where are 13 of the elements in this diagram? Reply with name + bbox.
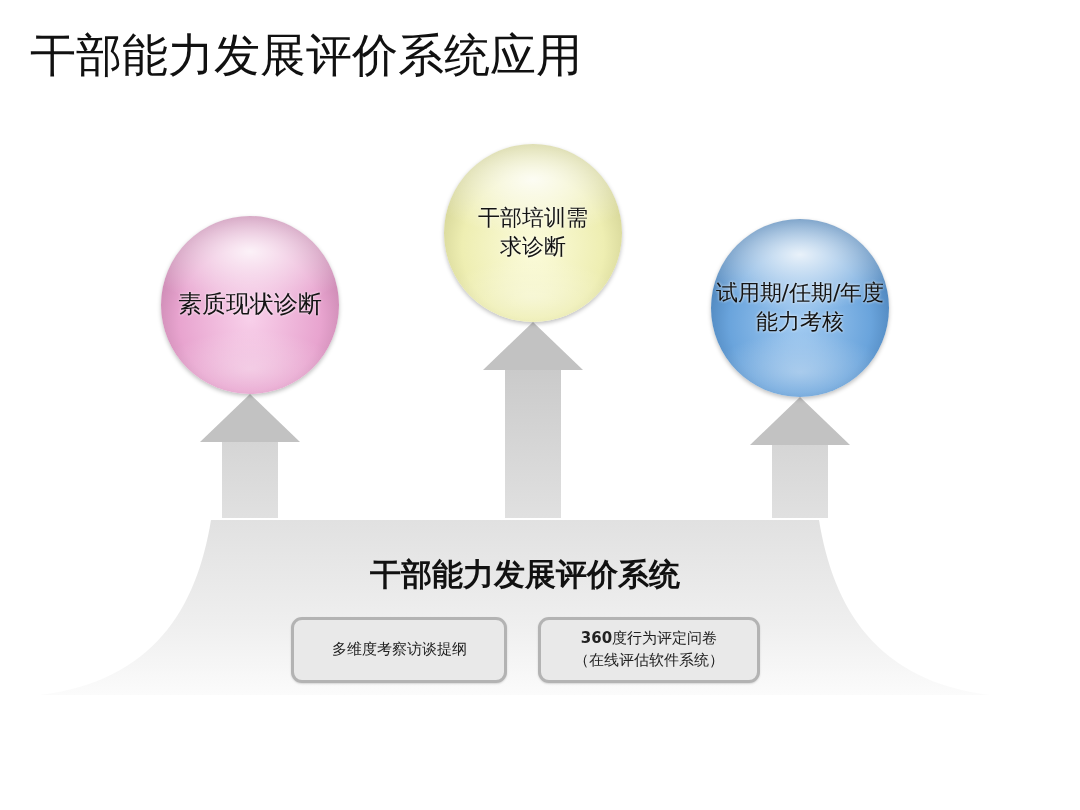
box-label: 360度行为评定问卷 [580,628,718,650]
box-label: 多维度考察访谈提纲 [331,639,467,661]
rounded-box [538,617,760,683]
rounded-box [291,617,507,683]
system-heading: 干部能力发展评价系统 [370,556,680,594]
page-title: 干部能力发展评价系统应用 [30,28,582,84]
arrow [750,397,850,518]
sphere-label: 素质现状诊断 [177,289,323,321]
sphere-label: 干部培训需求诊断 [477,204,589,261]
box-label: （在线评估软件系统） [574,650,724,671]
arrow [483,322,583,518]
arrow [200,394,300,518]
sphere-label: 试用期/任期/年度能力考核 [714,279,886,336]
